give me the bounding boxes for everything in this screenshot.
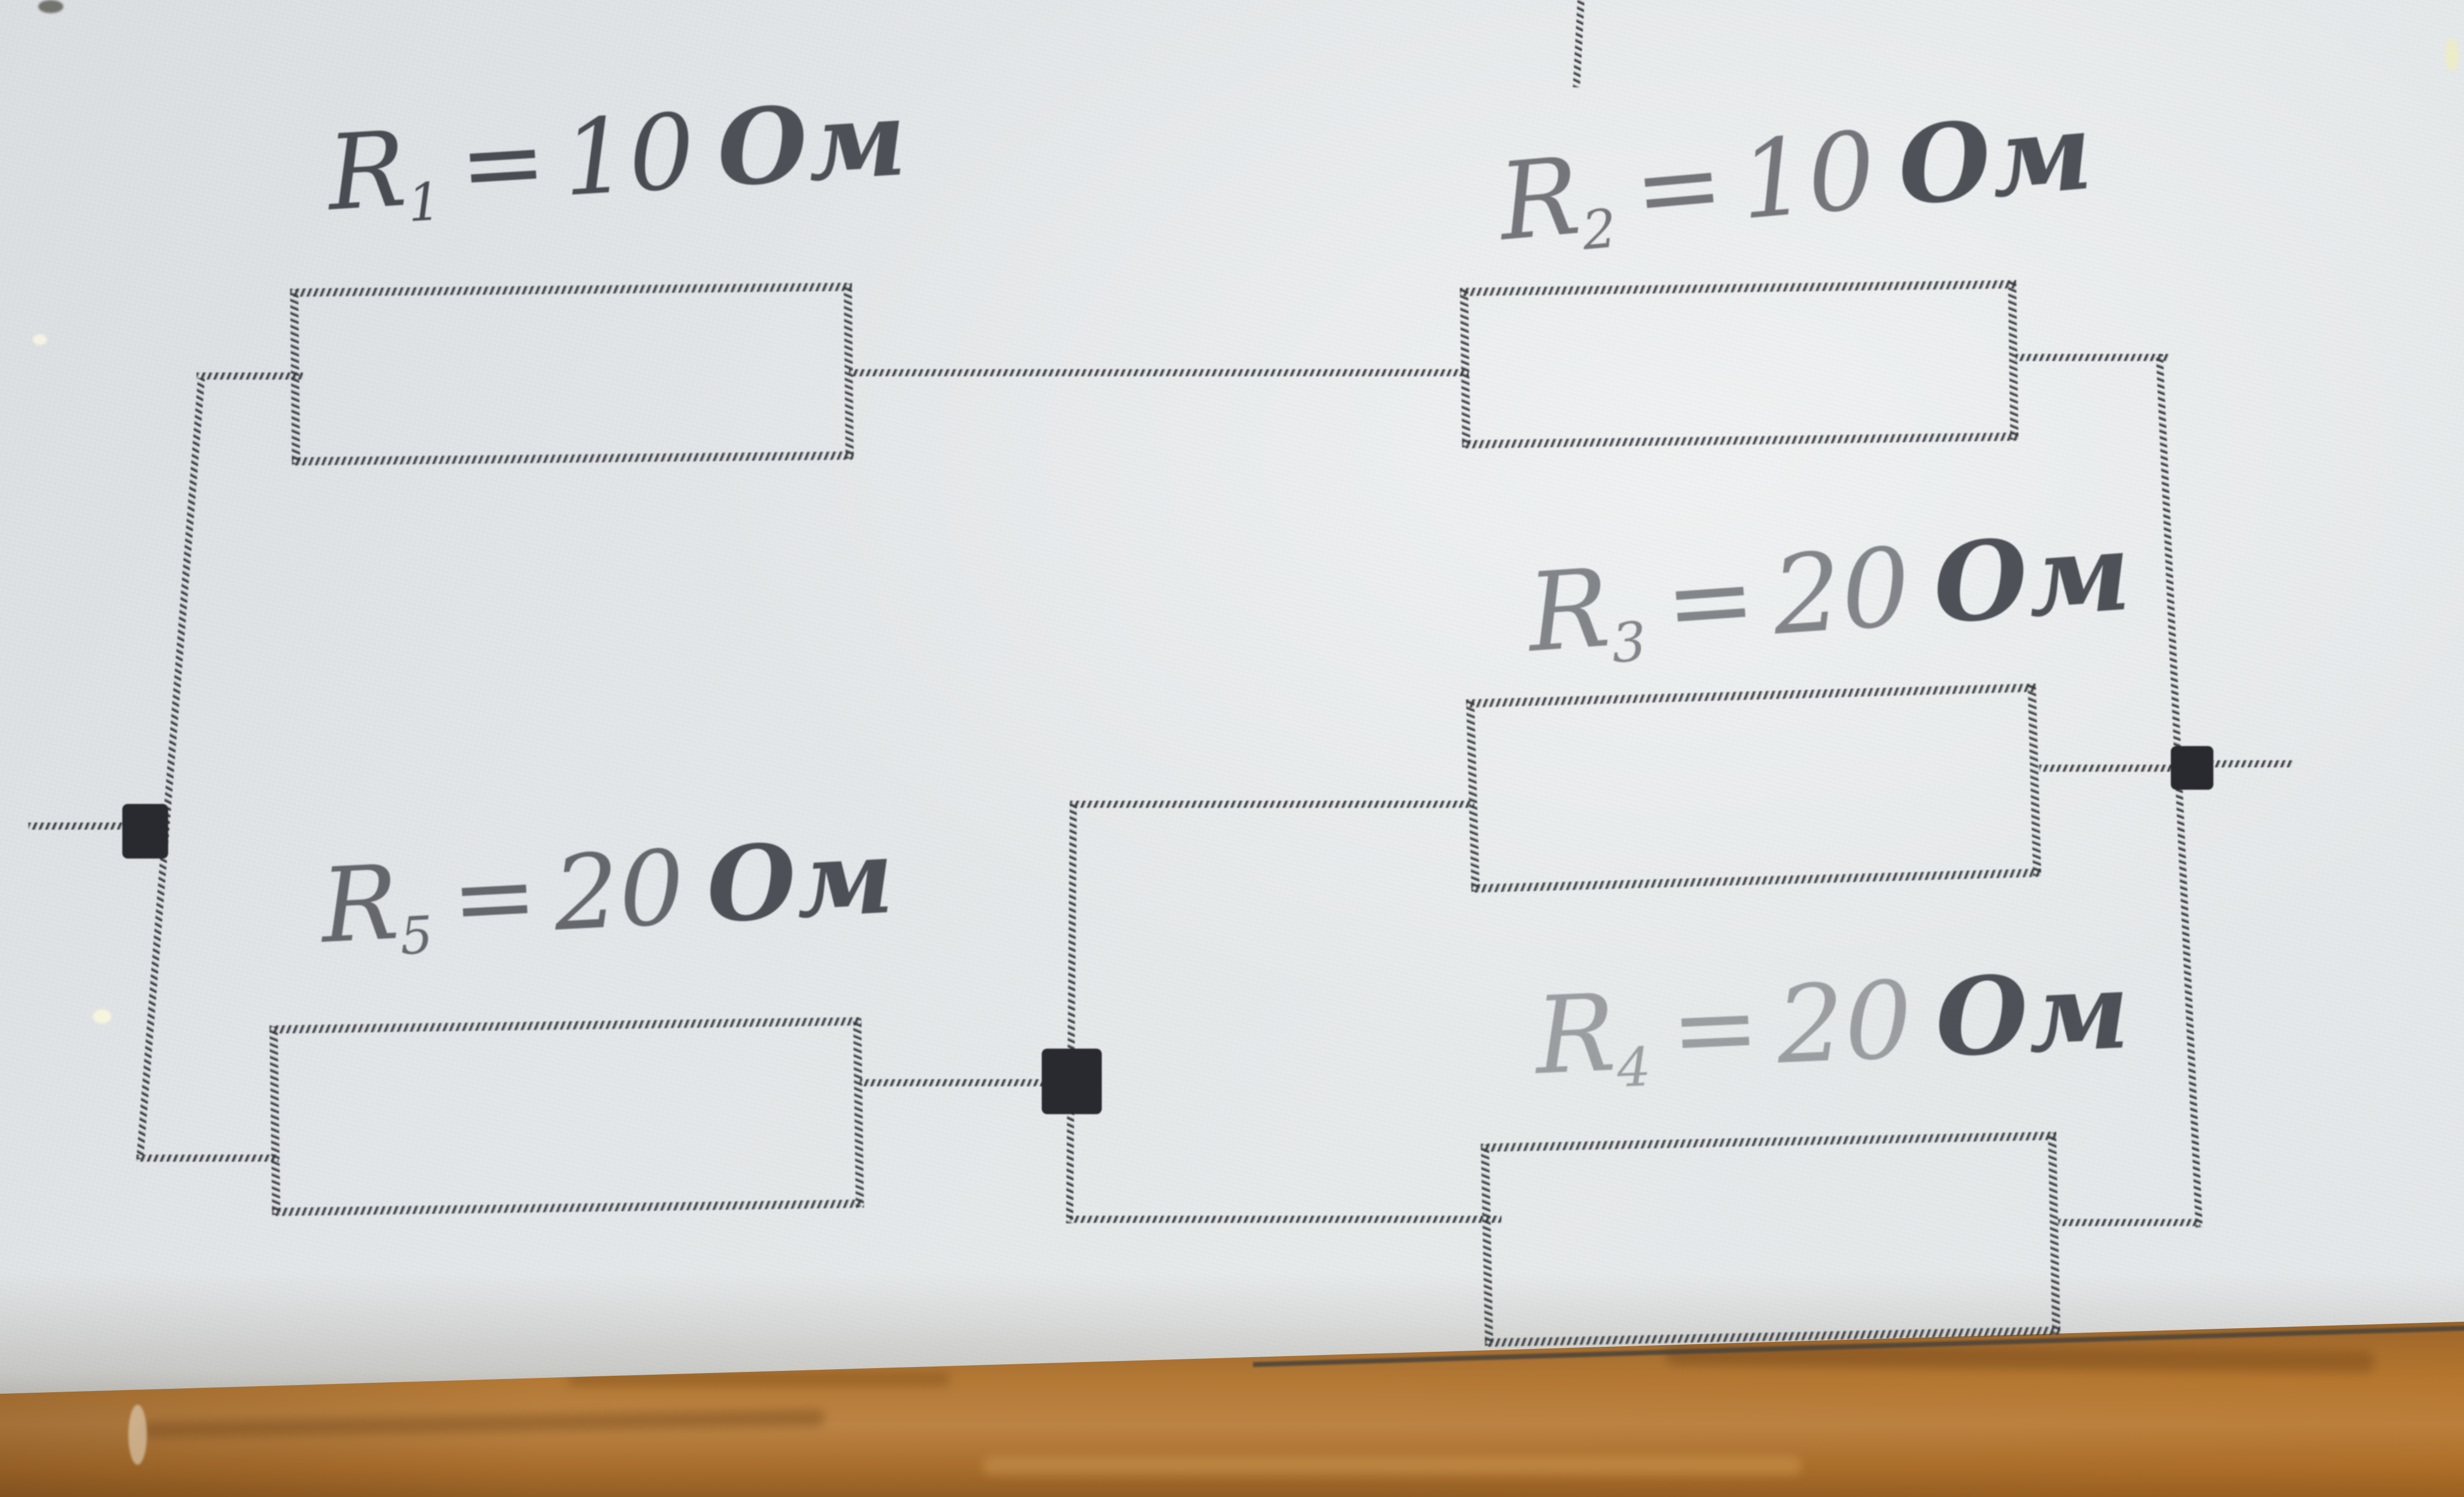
- junction-node-middle: [1042, 1049, 1102, 1114]
- r2-subscript: 2: [1580, 197, 1619, 262]
- wire-r5-to-midnode: [860, 1079, 1048, 1086]
- r5-value: 20: [550, 827, 687, 955]
- r1-value: 10: [559, 91, 698, 220]
- r2-unit: Ом: [1893, 88, 2097, 230]
- r4-subscript: 4: [1616, 1035, 1653, 1099]
- paper-crumb-speck: [2445, 38, 2459, 71]
- photo-corner-artifact: [38, 0, 63, 13]
- junction-node-right: [2171, 746, 2213, 790]
- wire-left-terminal-lead: [28, 823, 138, 830]
- r4-unit: Ом: [1932, 947, 2132, 1081]
- r1-symbol: R: [324, 108, 410, 234]
- r3-value: 20: [1768, 523, 1915, 659]
- paper-crumb-speck: [33, 334, 47, 345]
- r3-equals: =: [1660, 534, 1760, 667]
- r2-symbol: R: [1494, 134, 1585, 265]
- wire-r3-to-right-bus: [2039, 765, 2181, 772]
- r4-equals: =: [1667, 964, 1763, 1092]
- junction-node-left: [122, 804, 168, 859]
- r1-unit: Ом: [713, 76, 910, 210]
- wood-light-mark: [128, 1405, 147, 1465]
- r4-value: 20: [1774, 957, 1915, 1088]
- wood-grain-streak: [983, 1457, 1802, 1475]
- r5-unit: Ом: [703, 815, 897, 946]
- r2-equals: =: [1629, 121, 1729, 253]
- r2-value: 10: [1735, 108, 1881, 244]
- r5-equals: =: [448, 835, 541, 960]
- wire-r4-to-right-bus: [2058, 1219, 2200, 1226]
- r3-unit: Ом: [1929, 507, 2135, 648]
- wire-leftbus-to-r5: [136, 1155, 278, 1162]
- wire-midnode-to-r3: [1070, 801, 1474, 808]
- wire-r2-to-right-bus: [2016, 354, 2169, 361]
- wire-midnode-to-r4: [1070, 1216, 1501, 1223]
- wire-right-terminal-lead: [2211, 760, 2293, 767]
- r5-subscript: 5: [399, 906, 435, 967]
- paper-crumb-speck: [93, 1009, 111, 1023]
- wire-r1-to-r2: [849, 369, 1469, 376]
- r3-symbol: R: [1523, 545, 1614, 677]
- r1-subscript: 1: [406, 171, 443, 234]
- r5-symbol: R: [318, 843, 402, 967]
- r4-symbol: R: [1533, 971, 1618, 1098]
- r1-equals: =: [455, 100, 550, 226]
- r3-subscript: 3: [1610, 610, 1649, 676]
- wire-lead-to-r1: [197, 372, 303, 380]
